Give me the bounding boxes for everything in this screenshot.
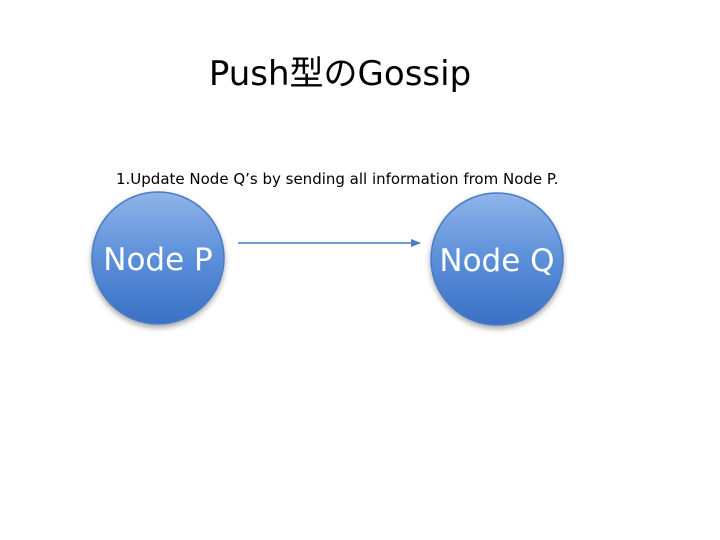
step-caption: 1.Update Node Q’s by sending all informa…: [116, 170, 559, 188]
node-q-circle: [430, 192, 564, 326]
node-q: Node Q: [430, 192, 564, 326]
node-p: Node P: [91, 191, 225, 325]
node-p-label: Node P: [103, 242, 212, 278]
node-q-label: Node Q: [439, 243, 554, 279]
slide-title: Push型のGossip: [208, 54, 472, 94]
node-p-circle: [91, 191, 225, 325]
